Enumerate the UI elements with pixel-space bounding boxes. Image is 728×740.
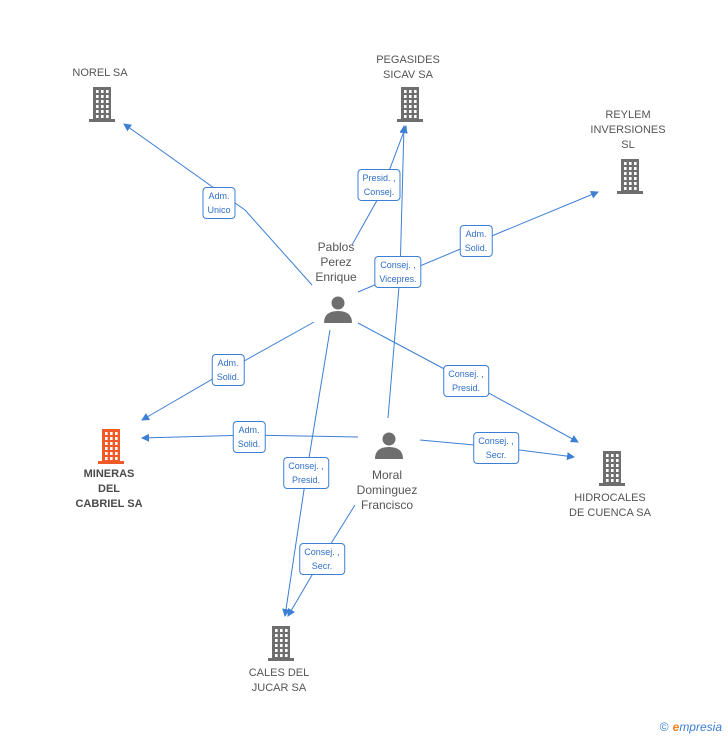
building-icon-norel[interactable]: [89, 87, 115, 122]
company-label-norel[interactable]: NOREL SA: [72, 67, 128, 79]
edge-label-consej-secr-cales: Consej. , Secr.: [299, 543, 345, 575]
building-icon-cales[interactable]: [268, 626, 294, 661]
person-label-pablos[interactable]: Pablos Perez Enrique: [315, 240, 357, 284]
edge-label-consej-presid-hidro: Consej. , Presid.: [443, 365, 489, 397]
edge-label-adm-solid-reylem: Adm. Solid.: [459, 225, 493, 257]
building-icon-hidrocales[interactable]: [599, 451, 625, 486]
edge-label-presid-consej: Presid. , Consej.: [357, 169, 401, 201]
brand-logo: ©empresia: [659, 720, 722, 734]
company-label-pegasides[interactable]: PEGASIDES SICAV SA: [376, 54, 440, 81]
company-label-mineras[interactable]: MINERAS DEL CABRIEL SA: [75, 468, 143, 510]
person-icon-pablos[interactable]: [324, 296, 352, 324]
person-label-moral[interactable]: Moral Dominguez Francisco: [356, 468, 418, 512]
edge-label-consej-presid-cales: Consej. , Presid.: [283, 457, 329, 489]
building-icon-mineras[interactable]: [98, 429, 124, 464]
building-icon-pegasides[interactable]: [397, 87, 423, 122]
edge-label-adm-solid-mineras-1: Adm. Solid.: [211, 354, 245, 386]
building-icon-reylem[interactable]: [617, 159, 643, 194]
company-label-reylem[interactable]: REYLEM INVERSIONES SL: [590, 109, 666, 151]
copyright-icon: ©: [659, 720, 669, 734]
edge-label-consej-vicepres: Consej. , Vicepres.: [374, 256, 422, 288]
company-label-hidrocales[interactable]: HIDROCALES DE CUENCA SA: [569, 492, 651, 519]
edge-label-adm-unico: Adm. Unico: [202, 187, 236, 219]
person-icon-moral[interactable]: [375, 432, 403, 460]
company-label-cales[interactable]: CALES DEL JUCAR SA: [248, 667, 310, 694]
edge-pablos-norel: [123, 123, 313, 286]
edge-label-adm-solid-mineras-2: Adm. Solid.: [232, 421, 266, 453]
edge-label-consej-secr-hidro: Consej. , Secr.: [473, 432, 519, 464]
